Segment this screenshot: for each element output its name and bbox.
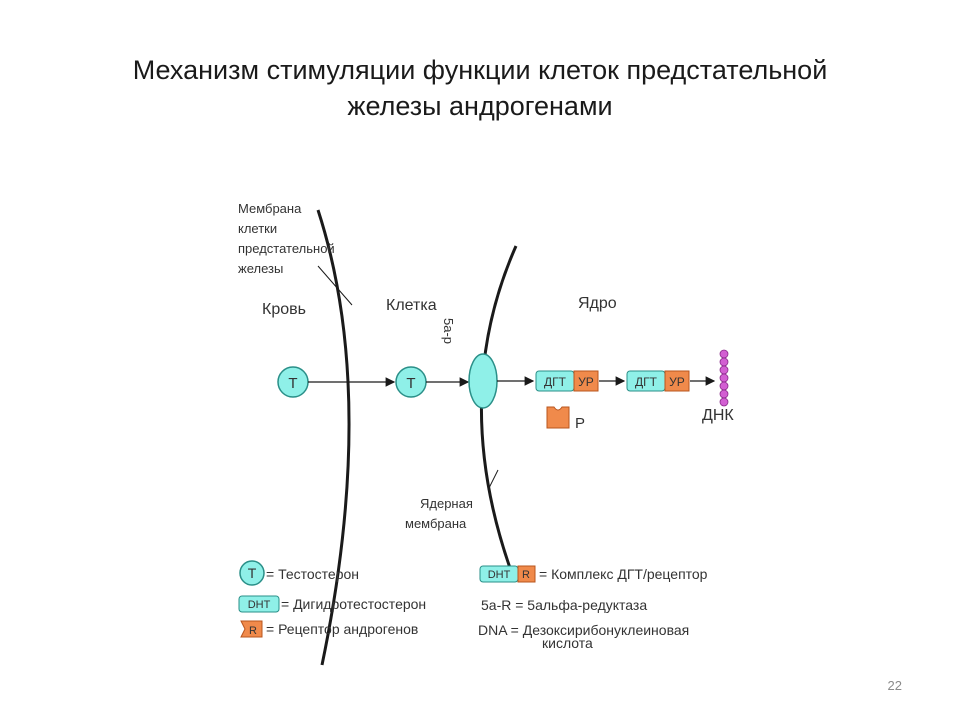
legend-complex-dht-symbol: DHT [488,569,511,581]
free-receptor: Р [546,406,585,432]
legend-dna-text-line-1: DNA = Дезоксирибонуклеиновая [478,622,689,638]
cell-membrane-arc [316,209,351,666]
slide-title: Механизм стимуляции функции клеток предс… [60,52,900,124]
nuclear-membrane-label-line-2: мембрана [405,516,467,531]
dna-strand [719,349,729,407]
free-receptor-label: Р [575,415,585,432]
legend-testosterone-symbol: Т [248,565,257,581]
legend-dht-text: = Дигидротестостерон [281,596,426,612]
testosterone-blood-symbol: Т [288,375,297,392]
nuclear-membrane-pointer-line [487,469,499,491]
complex-2-dht-text: ДГТ [635,375,658,389]
legend-receptor-text: = Рецептор андрогенов [266,621,418,637]
legend-complex-r-box [517,565,536,583]
testosterone-cell-symbol: Т [406,375,415,392]
dht-receptor-complex-2: ДГТ УР [626,370,690,392]
complex-1-receptor-text: УР [578,375,594,389]
dna-label: ДНК [702,407,734,424]
membrane-label-line-2: клетки [238,221,277,236]
cell-label: Клетка [386,297,437,314]
dht-receptor-complex-1: ДГТ УР [535,370,599,392]
membrane-pointer-line [317,265,353,306]
legend-receptor-shape [240,620,263,638]
legend-testosterone-circle [239,560,265,586]
slide-title-line-1: Механизм стимуляции функции клеток предс… [132,55,828,85]
legend-dht-box [238,595,280,613]
legend-enzyme-text: 5a-R = 5альфа-редуктаза [481,597,647,613]
nuclear-membrane-label-line-1: Ядерная [420,496,473,511]
legend-dna-text-line-2: кислота [542,635,593,651]
blood-label: Кровь [262,301,306,318]
membrane-label-line-4: железы [238,261,283,276]
legend-complex-r-symbol: R [522,569,530,581]
membrane-label-line-1: Мембрана [238,201,302,216]
legend-complex-text: = Комплекс ДГТ/рецептор [539,566,708,582]
enzyme-ellipse [468,353,498,409]
slide-title-line-2: железы андрогенами [347,91,613,121]
membrane-label-line-3: предстательной [238,241,335,256]
complex-2-receptor-text: УР [669,375,685,389]
page-number: 22 [887,678,902,693]
complex-1-dht-text: ДГТ [544,375,567,389]
legend-dht-symbol: DHT [248,599,271,611]
legend-receptor-symbol: R [249,625,257,637]
membrane-label: Мембрана клетки предстательной железы [238,201,335,276]
legend: Т = Тестостерон DHT = Дигидротестостерон… [238,560,708,651]
legend-testosterone-text: = Тестостерон [266,566,359,582]
nucleus-label: Ядро [578,295,617,312]
enzyme-label: 5a-р [441,318,456,344]
